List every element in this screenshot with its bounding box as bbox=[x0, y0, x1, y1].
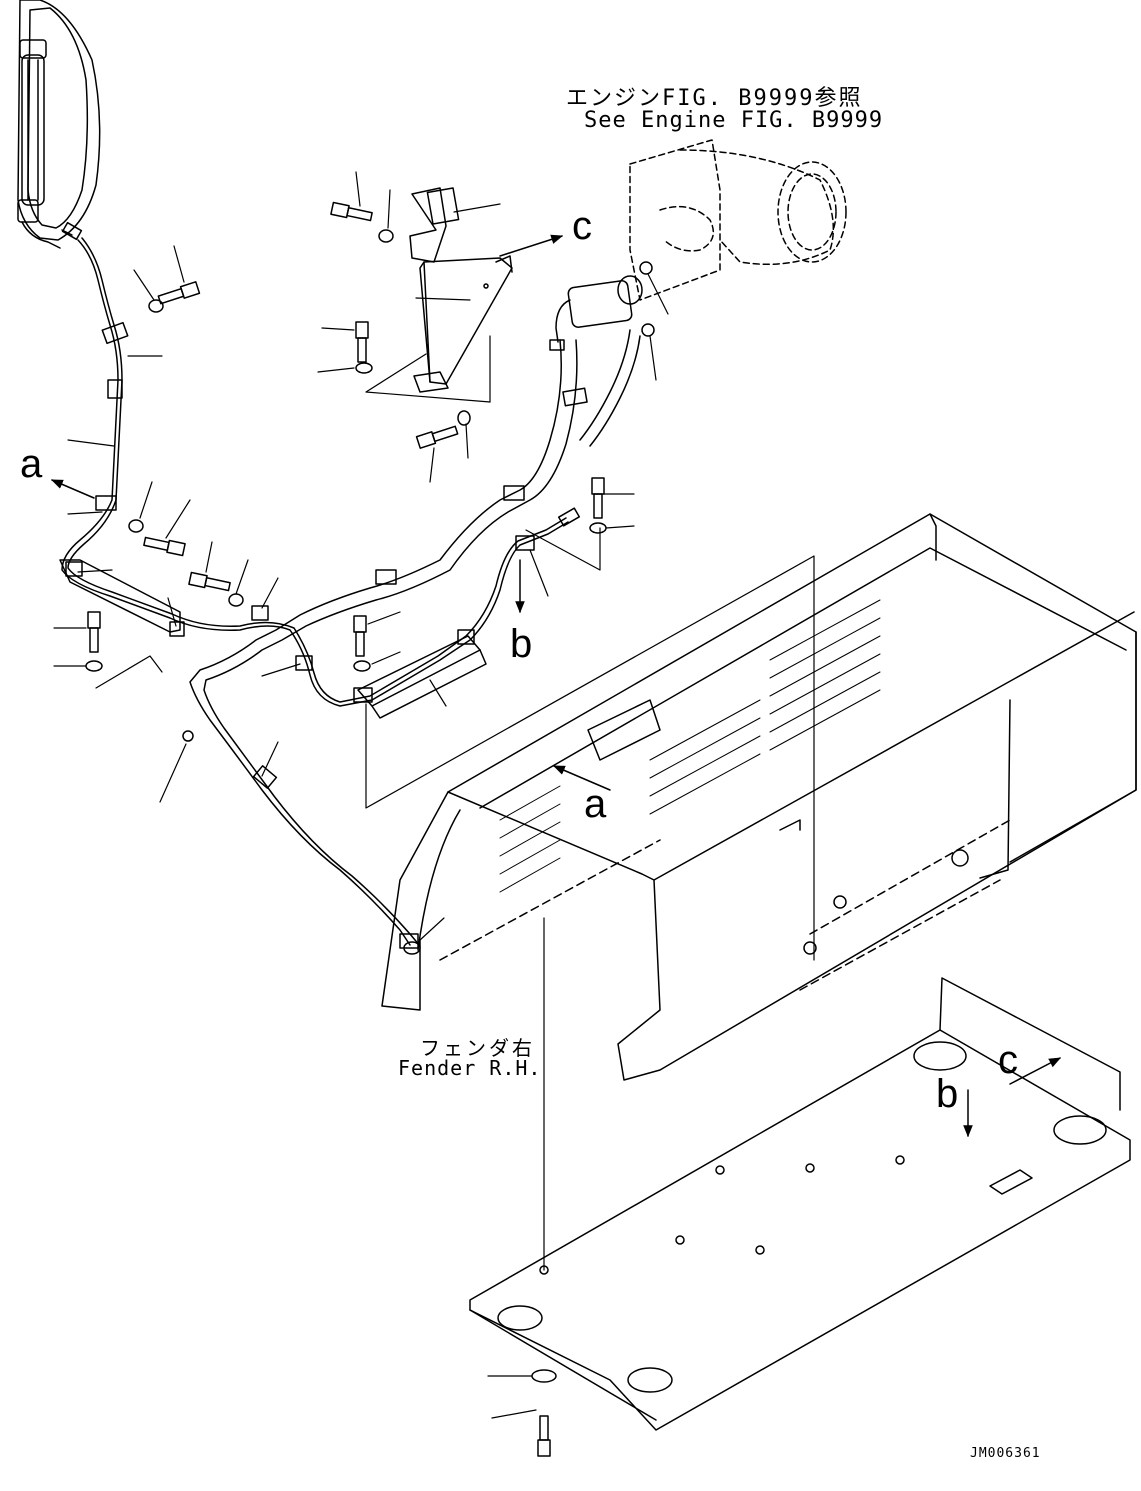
bolts bbox=[87, 201, 605, 1457]
harness-guard bbox=[357, 635, 487, 719]
callout-a-left: a bbox=[20, 442, 43, 486]
bracket bbox=[413, 255, 513, 393]
callout-b-harness: b bbox=[510, 622, 533, 666]
floor-plate bbox=[469, 977, 1131, 1431]
fender-label-en: Fender R.H. bbox=[398, 1056, 542, 1080]
fender-frame bbox=[381, 513, 1137, 1081]
drawing-code: JM006361 bbox=[970, 1446, 1041, 1461]
engine-turbo bbox=[629, 139, 847, 301]
wiring-harness bbox=[61, 221, 581, 707]
hose bbox=[189, 329, 641, 955]
side-tank bbox=[17, 0, 101, 249]
fender-label-jp: フェンダ右 bbox=[420, 1036, 535, 1060]
callout-c-floor: c bbox=[998, 1038, 1018, 1082]
engine-reference-en: See Engine FIG. B9999 bbox=[584, 108, 884, 133]
callout-a-frame: a bbox=[584, 782, 607, 826]
engine-reference-jp: エンジンFIG. B9999参照 bbox=[566, 86, 863, 111]
left-plate bbox=[59, 559, 181, 633]
callout-c-bracket: c bbox=[572, 204, 592, 248]
small-bracket bbox=[409, 187, 460, 263]
callout-arrows bbox=[50, 234, 1062, 1138]
sensor bbox=[549, 275, 643, 351]
leader-lines bbox=[53, 171, 815, 1419]
callout-b-floor: b bbox=[936, 1072, 959, 1116]
washers bbox=[85, 229, 655, 1383]
